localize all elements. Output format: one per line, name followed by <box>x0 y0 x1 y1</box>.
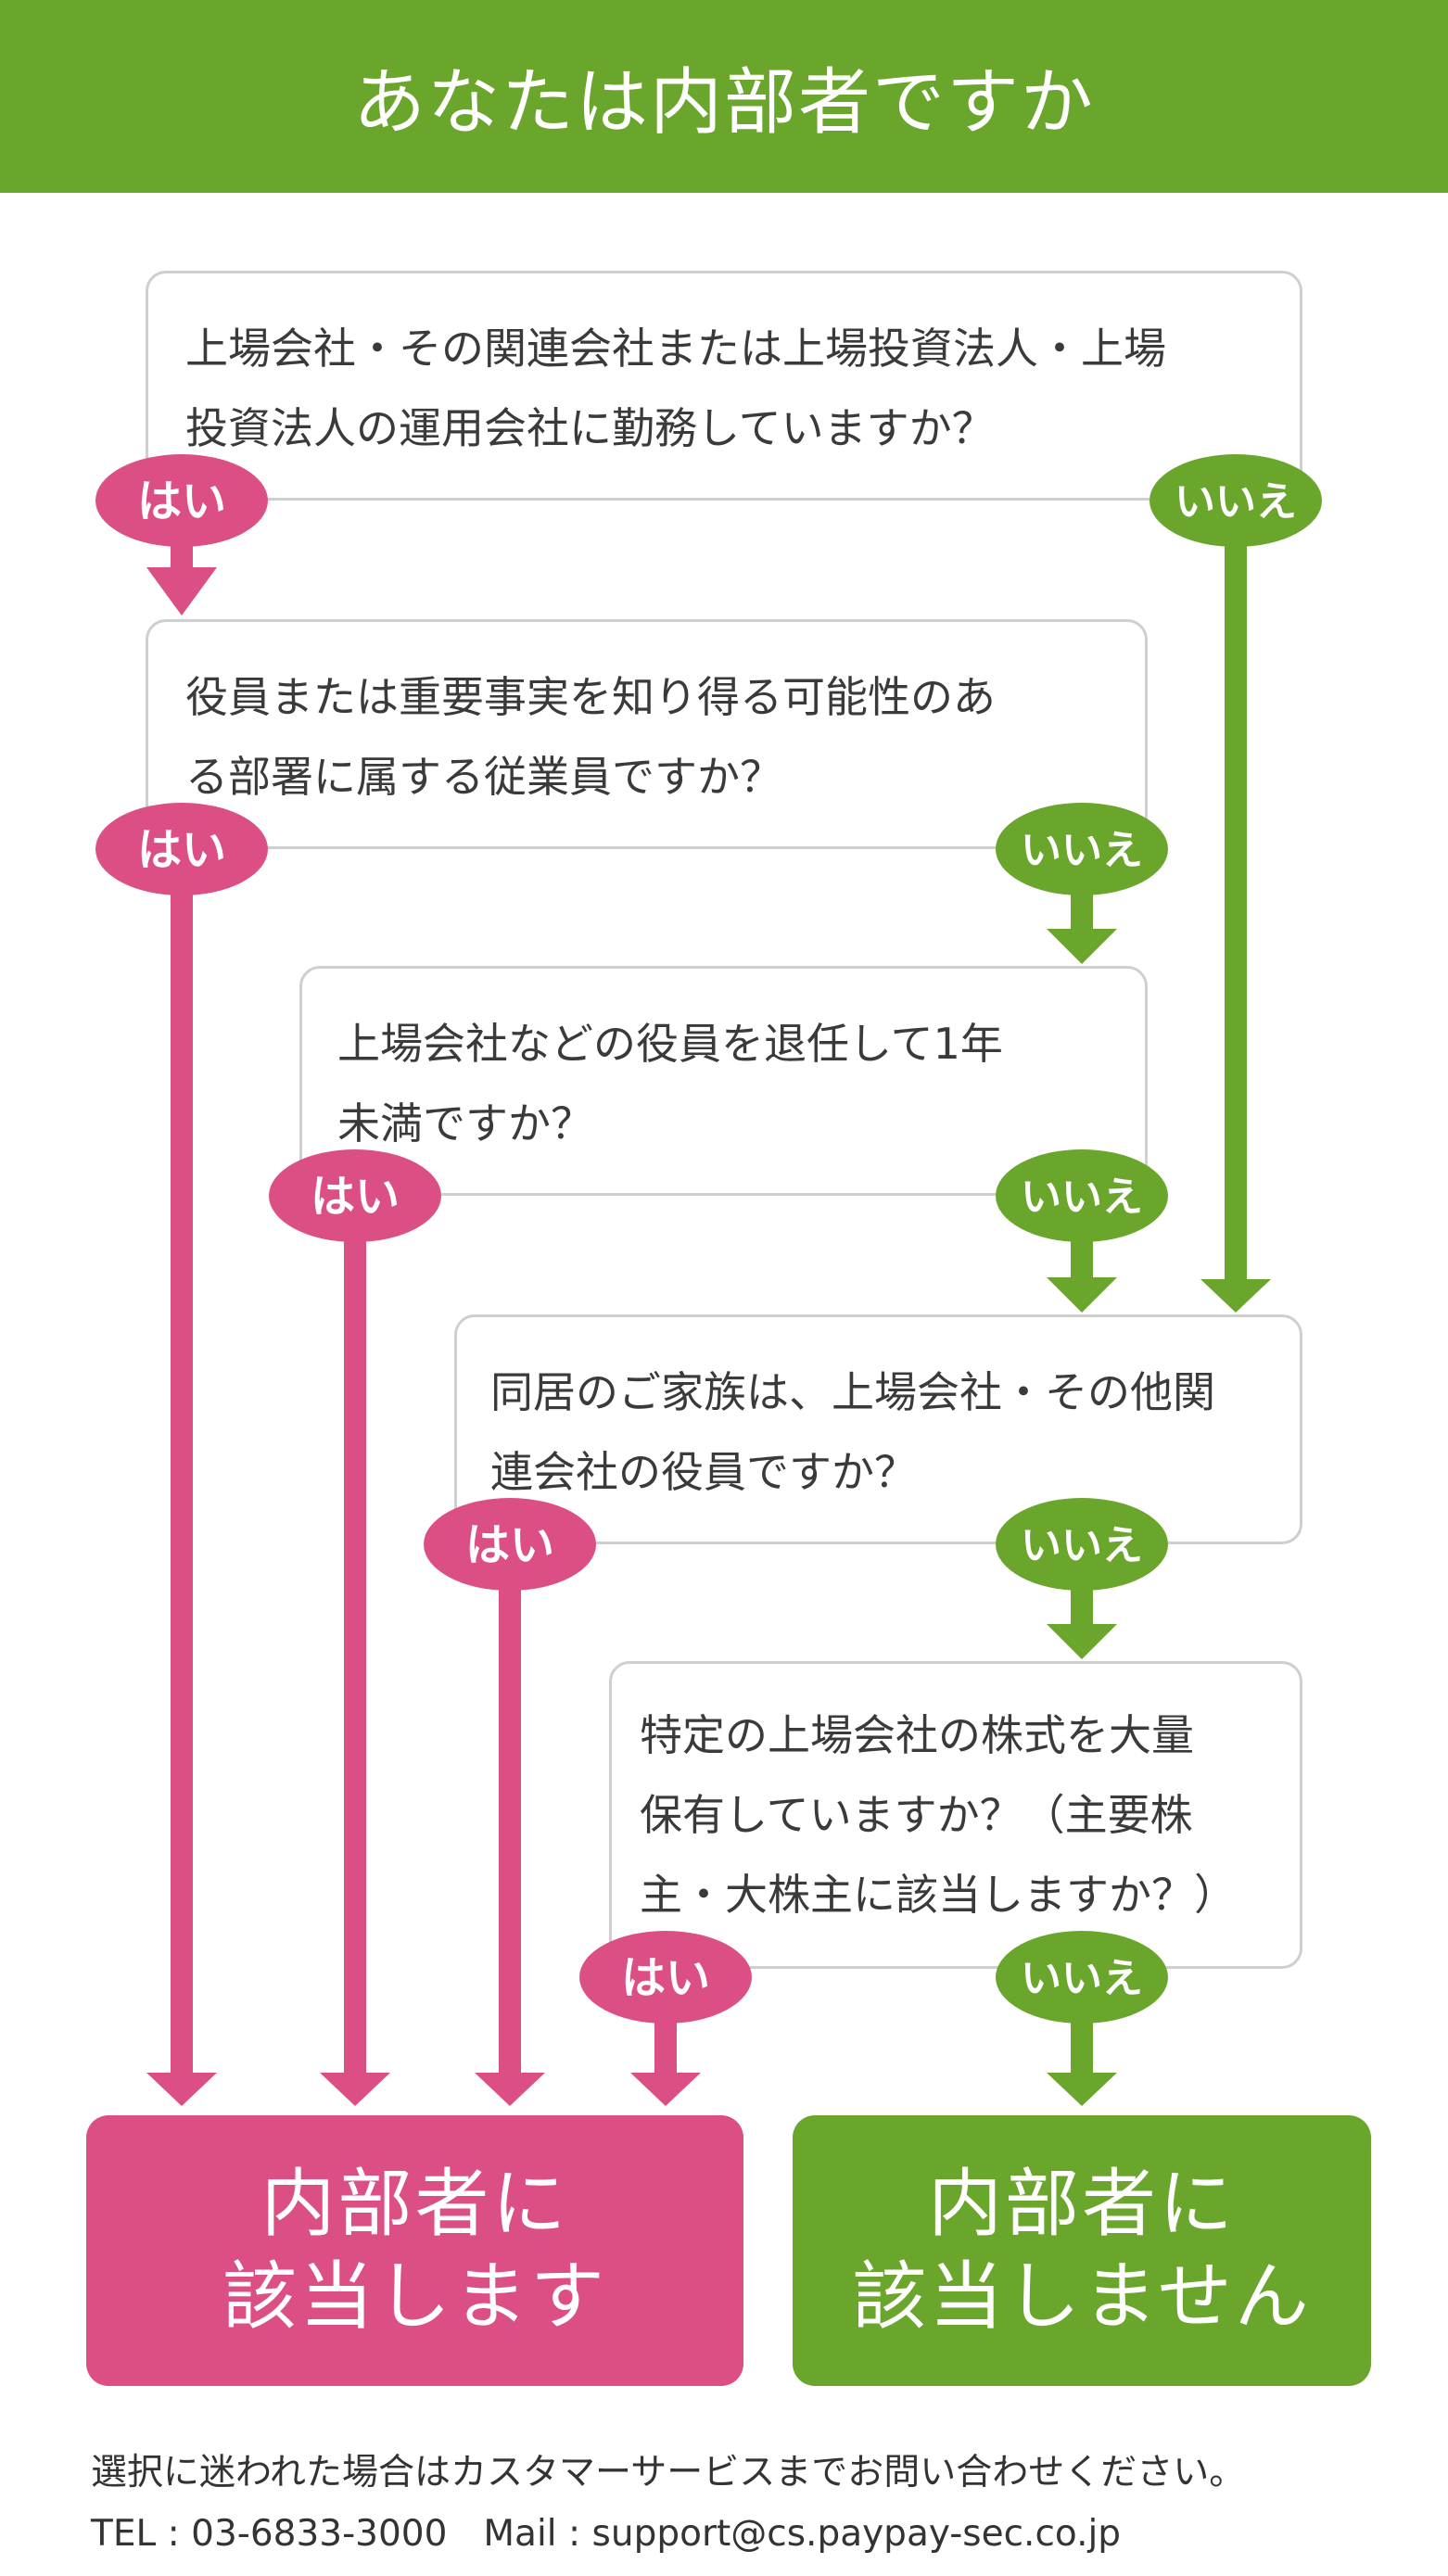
yes-arrow-shaft-q2 <box>171 877 193 2093</box>
yes-path-q4 <box>475 1572 545 2106</box>
yes-arrowhead-q2 <box>146 2073 217 2106</box>
question-box-1: 上場会社・その関連会社または上場投資法人・上場 投資法人の運用会社に勤務していま… <box>146 271 1302 501</box>
no-arrowhead-q3 <box>1047 1277 1117 1313</box>
question-text-2: 役員または重要事実を知り得る可能性のあ る部署に属する従業員ですか？ <box>185 672 996 802</box>
no-arrow-shaft-q5 <box>1071 1997 1093 2075</box>
question-box-4: 同居のご家族は、上場会社・その他関 連会社の役員ですか？ <box>454 1314 1302 1544</box>
yes-arrow-shaft-q1 <box>171 528 193 567</box>
question-box-5: 特定の上場会社の株式を大量 保有していますか？（主要株 主・大株主に該当しますか… <box>609 1661 1302 1969</box>
footer-note: 選択に迷われた場合はカスタマーサービスまでお問い合わせください。 <box>91 2452 1246 2494</box>
yes-path-q5 <box>630 1997 701 2106</box>
yes-path-q3 <box>320 1224 390 2106</box>
footer-contact: TEL : 03-6833-3000 Mail : support@cs.pay… <box>91 2513 1122 2555</box>
no-path-q4 <box>1047 1572 1117 1659</box>
yes-arrowhead-q4 <box>475 2073 545 2106</box>
question-text-5: 特定の上場会社の株式を大量 保有していますか？（主要株 主・大株主に該当しますか… <box>640 1710 1237 1920</box>
yes-path-q1 <box>146 528 217 615</box>
no-arrowhead-q1 <box>1200 1279 1271 1313</box>
result-insider-label: 内部者に 該当します <box>222 2161 607 2340</box>
yes-arrow-shaft-q4 <box>499 1572 521 2075</box>
no-path-q5 <box>1047 1997 1117 2106</box>
page-title: あなたは内部者ですか <box>352 61 1095 145</box>
question-text-3: 上場会社などの役員を退任して1年 未満ですか？ <box>337 1019 1003 1148</box>
no-arrow-shaft-q3 <box>1071 1224 1093 1279</box>
no-arrow-shaft-q1 <box>1225 528 1247 1281</box>
no-arrow-shaft-q4 <box>1071 1572 1093 1626</box>
result-not-insider: 内部者に 該当しません <box>793 2115 1371 2386</box>
no-arrowhead-q2 <box>1047 929 1117 964</box>
question-box-2: 役員または重要事実を知り得る可能性のあ る部署に属する従業員ですか？ <box>146 619 1148 849</box>
no-arrow-shaft-q2 <box>1071 877 1093 931</box>
no-path-q2 <box>1047 877 1117 964</box>
header-banner: あなたは内部者ですか <box>0 0 1448 193</box>
question-text-1: 上場会社・その関連会社または上場投資法人・上場 投資法人の運用会社に勤務していま… <box>185 324 1166 453</box>
result-not-insider-label: 内部者に 該当しません <box>852 2161 1312 2340</box>
yes-path-q2 <box>146 877 217 2106</box>
yes-arrowhead-q3 <box>320 2073 390 2106</box>
result-insider: 内部者に 該当します <box>86 2115 743 2386</box>
question-box-3: 上場会社などの役員を退任して1年 未満ですか？ <box>299 966 1148 1196</box>
yes-arrow-shaft-q5 <box>654 1997 677 2075</box>
yes-arrowhead-q1 <box>146 567 217 615</box>
no-path-q3 <box>1047 1224 1117 1313</box>
no-path-q1 <box>1200 528 1271 1313</box>
yes-arrow-shaft-q3 <box>344 1224 366 2075</box>
question-text-4: 同居のご家族は、上場会社・その他関 連会社の役員ですか？ <box>490 1367 1215 1497</box>
no-arrowhead-q4 <box>1047 1624 1117 1659</box>
no-arrowhead-q5 <box>1047 2073 1117 2106</box>
yes-arrowhead-q5 <box>630 2073 701 2106</box>
